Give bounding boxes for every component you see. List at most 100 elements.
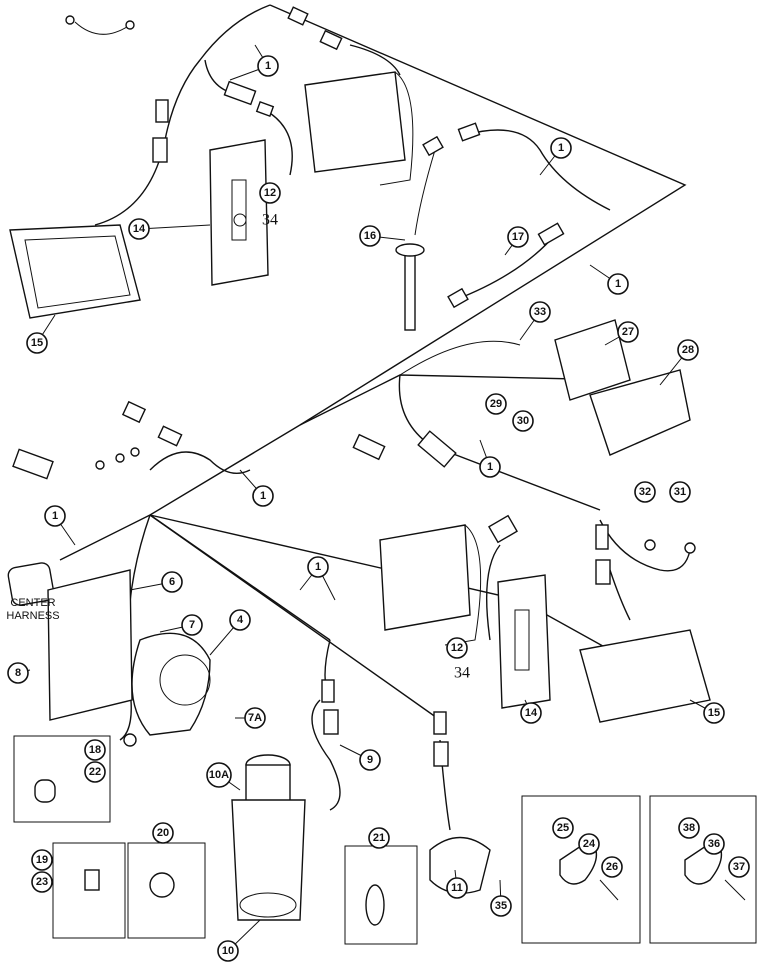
callout-circle xyxy=(368,827,390,849)
callout-number: 28 xyxy=(682,344,694,356)
callout-number: 8 xyxy=(15,667,21,679)
callout-number: 36 xyxy=(708,838,720,850)
callout-circle xyxy=(634,481,656,503)
callout-number: 7A xyxy=(248,712,262,724)
callout-number: 12 xyxy=(451,642,463,654)
callout-circle xyxy=(490,895,512,917)
callout-20: 20 xyxy=(152,822,174,844)
callout-number: 14 xyxy=(525,707,538,719)
callout-30: 30 xyxy=(512,410,534,432)
callout-number: 33 xyxy=(534,306,546,318)
callout-33: 33 xyxy=(529,301,551,323)
callout-number: 23 xyxy=(36,876,48,888)
callout-34: 34 xyxy=(262,212,278,229)
callout-8: 8 xyxy=(7,662,29,684)
callout-circle xyxy=(677,339,699,361)
callout-circle xyxy=(485,393,507,415)
callout-number: 34 xyxy=(454,665,470,682)
inset-18-22 xyxy=(13,735,111,823)
callout-circle xyxy=(252,485,274,507)
connectors xyxy=(7,6,696,767)
callout-number: 20 xyxy=(157,827,169,839)
callout-29: 29 xyxy=(485,393,507,415)
callout-circle xyxy=(678,817,700,839)
callout-14: 14 xyxy=(520,702,542,724)
callout-12: 12 xyxy=(446,637,468,659)
callout-34: 34 xyxy=(454,665,470,682)
inset-19-23 xyxy=(52,842,126,939)
callout-26: 26 xyxy=(601,856,623,878)
callout-circle xyxy=(601,856,623,878)
inset-36-37-38 xyxy=(649,795,757,944)
callout-number: 15 xyxy=(31,337,43,349)
callout-circle xyxy=(607,273,629,295)
callout-circle xyxy=(669,481,691,503)
callout-number: 14 xyxy=(133,223,146,235)
callout-4: 4 xyxy=(229,609,251,631)
callout-19: 19 xyxy=(31,849,53,871)
callout-circle xyxy=(529,301,551,323)
callout-circle xyxy=(307,556,329,578)
callout-number: 7 xyxy=(189,619,195,631)
callout-1: 1 xyxy=(44,505,66,527)
callout-7: 7 xyxy=(181,614,203,636)
callout-15: 15 xyxy=(703,702,725,724)
callout-circle xyxy=(512,410,534,432)
callout-1: 1 xyxy=(479,456,501,478)
callout-circle xyxy=(44,505,66,527)
callout-9: 9 xyxy=(359,749,381,771)
callout-number: 17 xyxy=(512,231,524,243)
callout-number: 1 xyxy=(558,142,564,154)
callout-32: 32 xyxy=(634,481,656,503)
callout-11: 11 xyxy=(446,877,468,899)
callout-27: 27 xyxy=(617,321,639,343)
callout-1: 1 xyxy=(252,485,274,507)
callout-circle xyxy=(84,761,106,783)
callout-circle xyxy=(84,739,106,761)
callout-15: 15 xyxy=(26,332,48,354)
callout-10: 10 xyxy=(217,940,239,962)
callout-circle xyxy=(229,609,251,631)
callout-7a: 7A xyxy=(244,707,266,729)
callout-number: 15 xyxy=(708,707,720,719)
callout-number: 38 xyxy=(683,822,695,834)
callout-number: 16 xyxy=(364,230,376,242)
callout-circle xyxy=(244,707,266,729)
callout-number: 32 xyxy=(639,486,651,498)
callout-circle xyxy=(728,856,750,878)
callout-number: 26 xyxy=(606,861,618,873)
callout-circle xyxy=(617,321,639,343)
callout-number: 37 xyxy=(733,861,745,873)
callout-number: 1 xyxy=(315,561,321,573)
callout-25: 25 xyxy=(552,817,574,839)
components xyxy=(9,71,711,921)
callout-circle xyxy=(152,822,174,844)
callout-23: 23 xyxy=(31,871,53,893)
callout-21: 21 xyxy=(368,827,390,849)
callout-22: 22 xyxy=(84,761,106,783)
callout-24: 24 xyxy=(578,833,600,855)
callout-circle xyxy=(161,571,183,593)
callout-number: 19 xyxy=(36,854,48,866)
callout-circle xyxy=(520,702,542,724)
center-harness-label-line2: HARNESS xyxy=(6,610,59,622)
callout-17: 17 xyxy=(507,226,529,248)
callout-1: 1 xyxy=(550,137,572,159)
callout-1: 1 xyxy=(607,273,629,295)
callout-number: 24 xyxy=(583,838,596,850)
callout-number: 29 xyxy=(490,398,502,410)
callout-circle xyxy=(181,614,203,636)
callout-35: 35 xyxy=(490,895,512,917)
callout-circle xyxy=(359,749,381,771)
callout-12: 12 xyxy=(259,182,281,204)
callout-18: 18 xyxy=(84,739,106,761)
leader-lines xyxy=(17,44,715,952)
callout-number: 1 xyxy=(260,490,266,502)
callout-circle xyxy=(507,226,529,248)
callout-circle xyxy=(578,833,600,855)
callout-number: 11 xyxy=(451,882,463,894)
callout-1: 1 xyxy=(307,556,329,578)
callout-38: 38 xyxy=(678,817,700,839)
callout-16: 16 xyxy=(359,225,381,247)
